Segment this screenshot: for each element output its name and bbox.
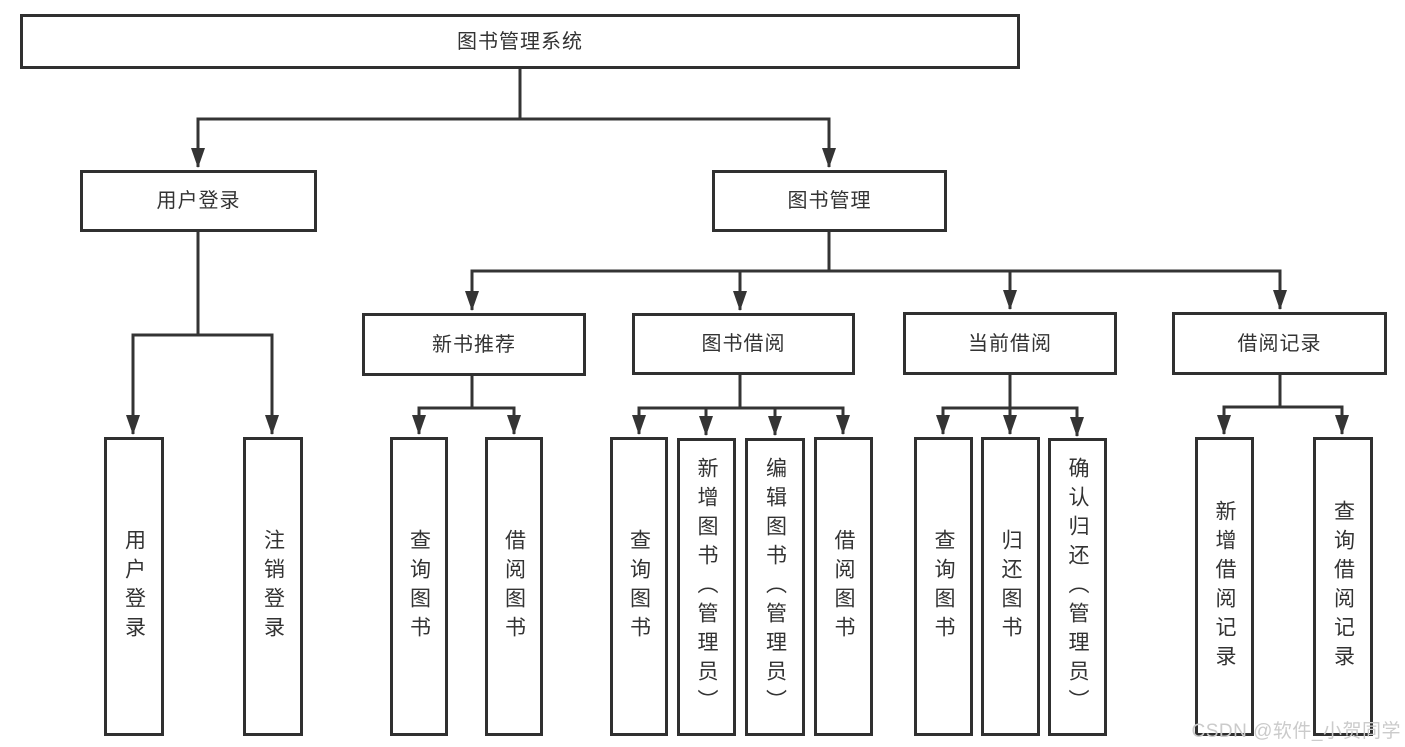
node-leaf-query-books-1: 查询图书	[390, 437, 448, 736]
node-leaf-query-books-2: 查询图书	[610, 437, 668, 736]
connector-user-login-to-children	[126, 232, 279, 435]
connector-current-borrow-to-children	[936, 375, 1084, 437]
csdn-watermark: CSDN @软件_小贺同学	[1191, 721, 1401, 742]
connector-new-book-rec-to-children	[412, 376, 521, 435]
node-leaf-edit-books-admin: 编辑图书（管理员）	[745, 438, 805, 736]
node-leaf-return-books: 归还图书	[981, 437, 1040, 736]
node-user-login-branch: 用户登录	[80, 170, 317, 232]
node-leaf-borrow-books-2: 借阅图书	[814, 437, 873, 736]
node-new-book-recommend: 新书推荐	[362, 313, 586, 376]
connector-book-borrow-to-children	[632, 375, 850, 436]
node-leaf-query-borrow-record: 查询借阅记录	[1313, 437, 1373, 736]
node-leaf-add-books-admin: 新增图书（管理员）	[677, 438, 736, 736]
node-leaf-add-borrow-record: 新增借阅记录	[1195, 437, 1254, 736]
node-leaf-confirm-return-admin: 确认归还（管理员）	[1048, 438, 1107, 736]
node-leaf-logout: 注销登录	[243, 437, 303, 736]
connector-root-to-level2	[191, 69, 836, 168]
node-book-borrow: 图书借阅	[632, 313, 855, 375]
node-leaf-borrow-books-1: 借阅图书	[485, 437, 543, 736]
node-leaf-user-login: 用户登录	[104, 437, 164, 736]
node-leaf-query-books-3: 查询图书	[914, 437, 973, 736]
node-current-borrow: 当前借阅	[903, 312, 1117, 375]
node-root-system: 图书管理系统	[20, 14, 1020, 69]
node-book-management-branch: 图书管理	[712, 170, 947, 232]
node-borrow-records: 借阅记录	[1172, 312, 1387, 375]
connector-borrow-records-to-children	[1217, 375, 1349, 435]
connector-book-mgmt-to-level3	[465, 232, 1287, 311]
